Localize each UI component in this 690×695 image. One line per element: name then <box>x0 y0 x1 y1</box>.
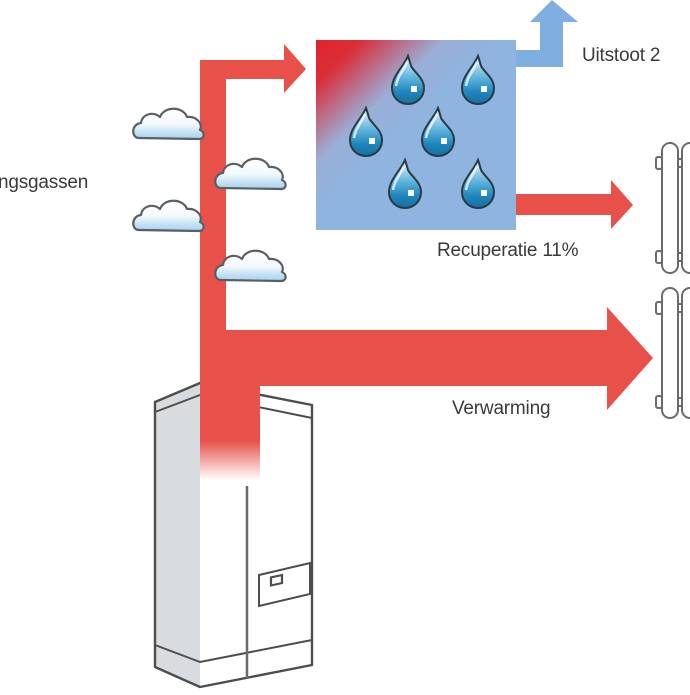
hot-gas-arrow <box>200 44 306 93</box>
radiator-icon <box>655 142 690 419</box>
heating-arrow <box>200 307 653 410</box>
flue-gases-label: ngsgassen <box>0 172 89 193</box>
heating-label: Verwarming <box>452 398 551 419</box>
exhaust-arrow <box>516 0 578 67</box>
recuperation-arrow <box>516 180 633 229</box>
exhaust-label: Uitstoot 2 <box>582 45 661 66</box>
recuperation-label: Recuperatie 11% <box>437 240 579 261</box>
